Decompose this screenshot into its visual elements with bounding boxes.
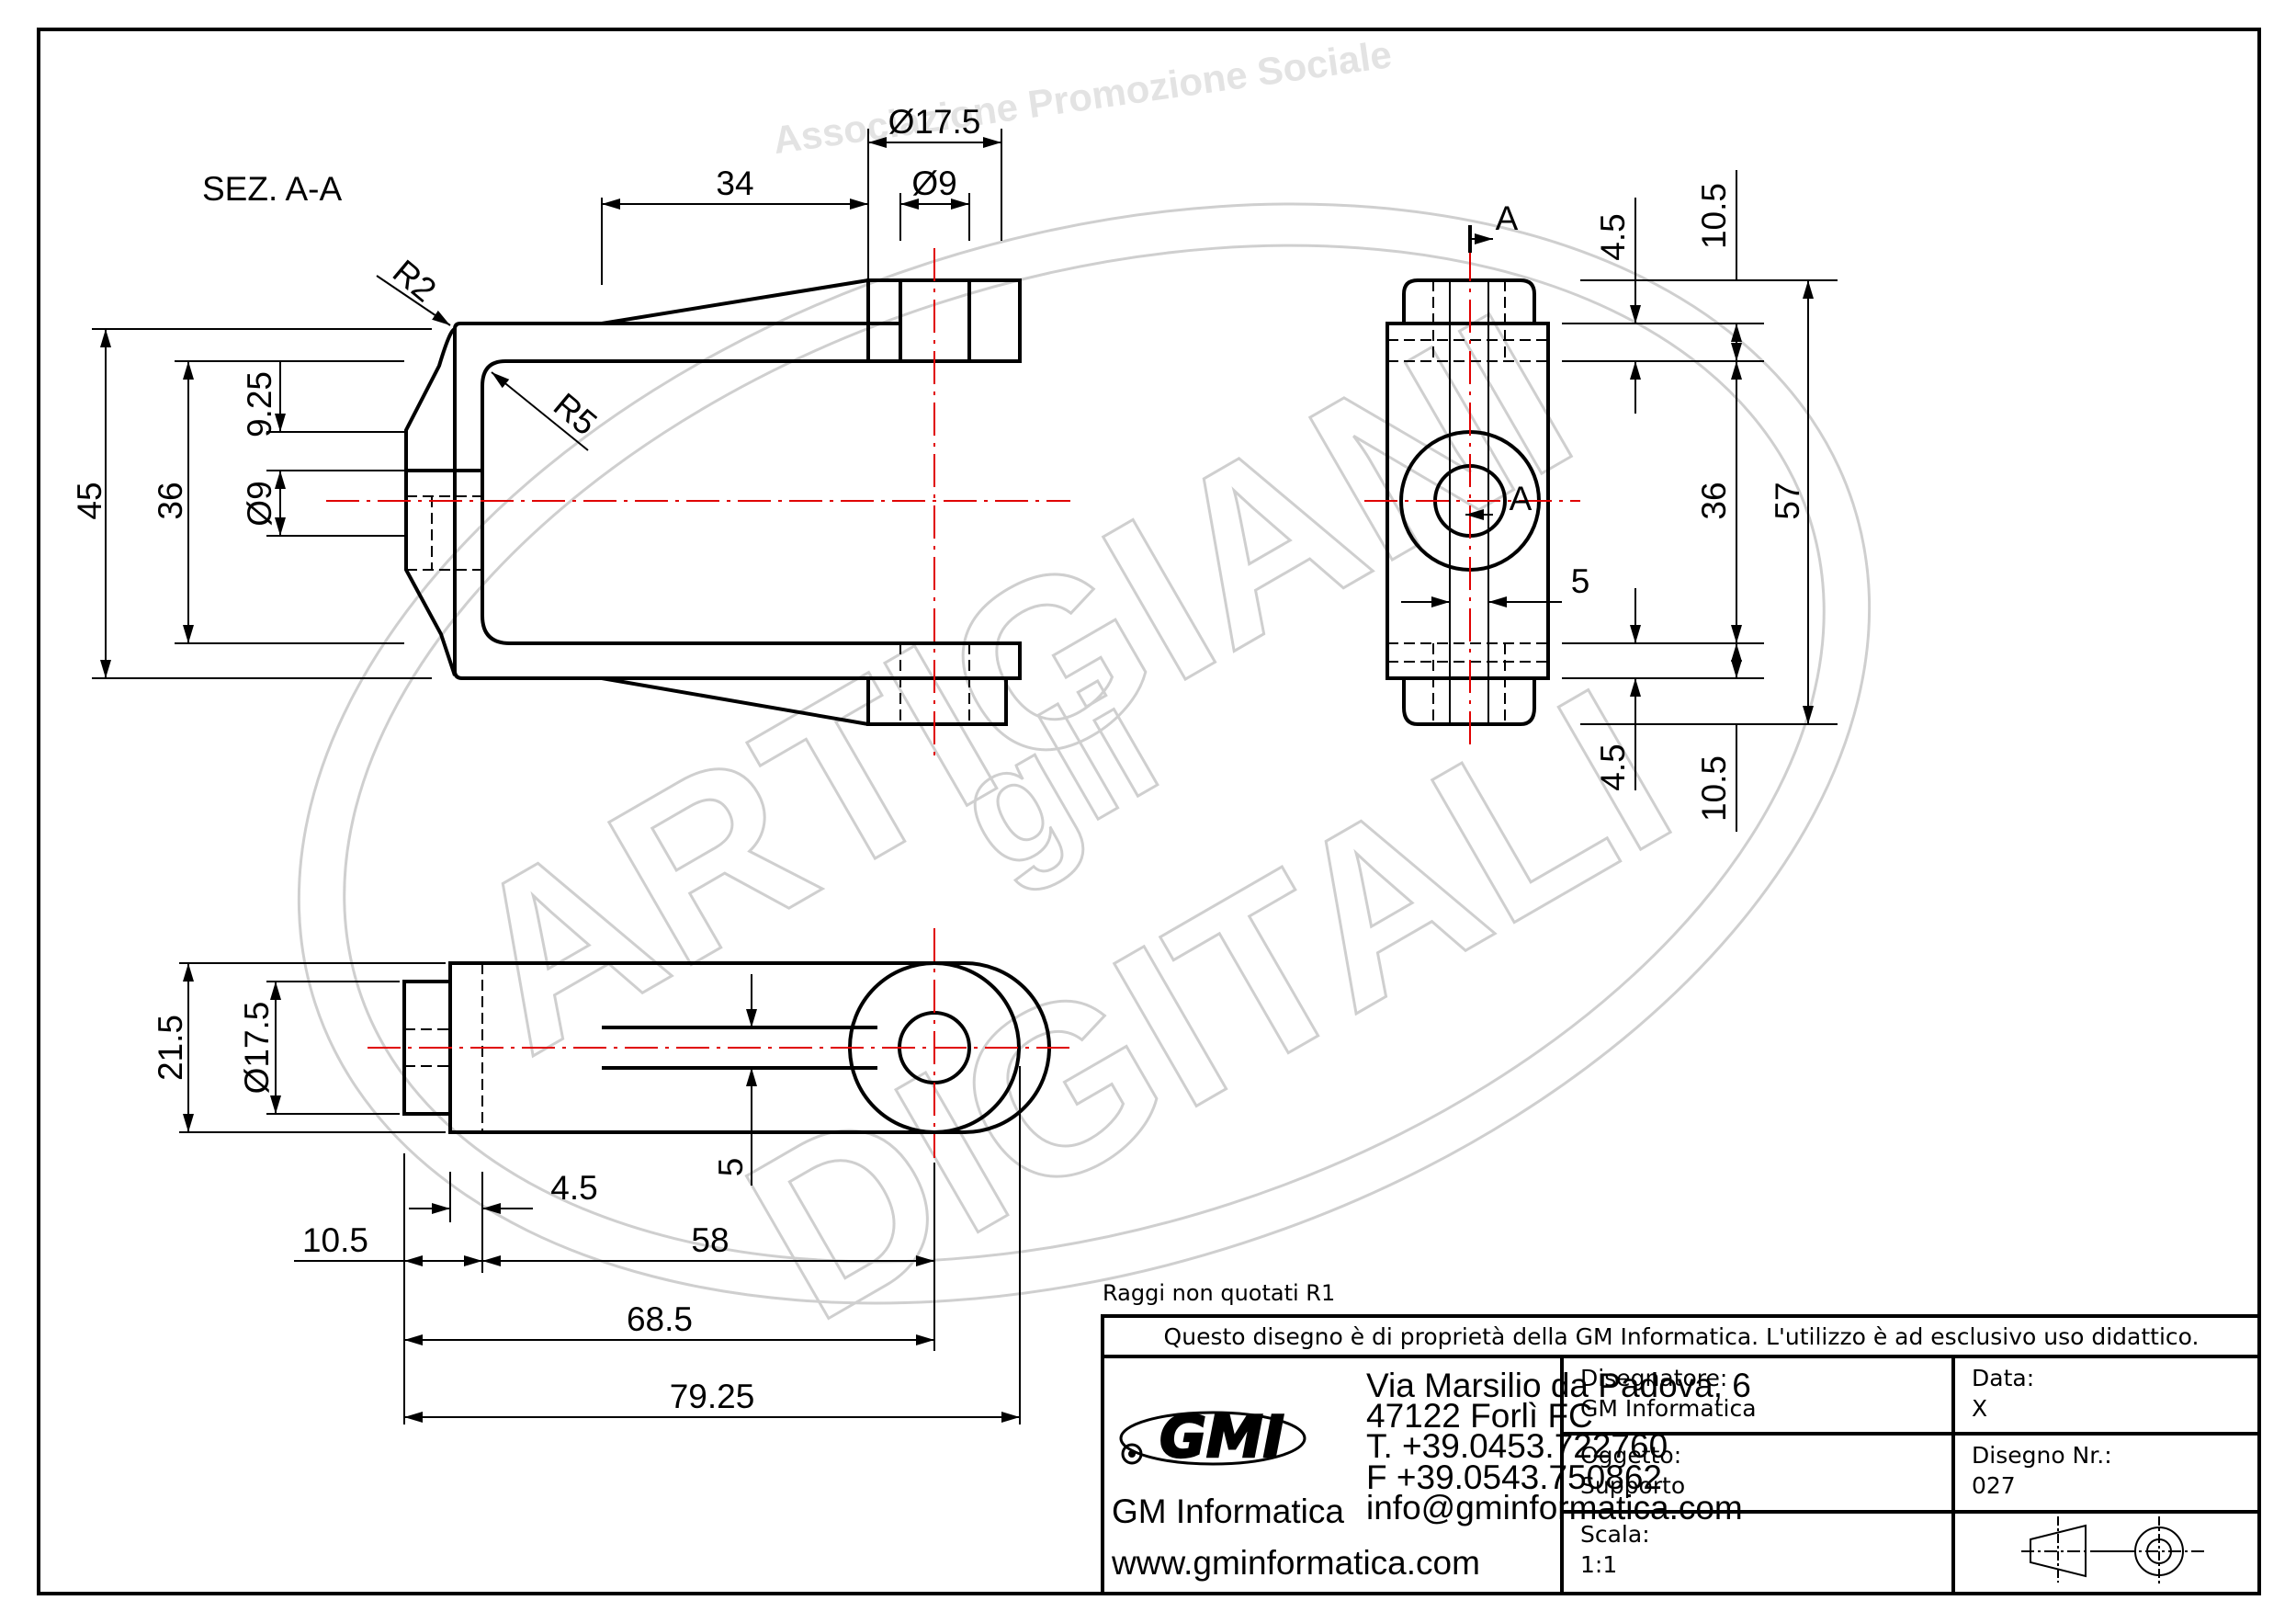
dim-d9-left: Ø9 <box>241 481 278 526</box>
address-line-2: 47122 Forlì FC <box>1366 1397 1593 1435</box>
object-label: Oggetto: <box>1580 1442 1681 1469</box>
projection-symbol-icon <box>2021 1516 2205 1585</box>
date-value: X <box>1972 1395 1987 1422</box>
dim-d17-5-low: Ø17.5 <box>238 1002 276 1095</box>
company-name: GM Informatica <box>1112 1492 1344 1530</box>
dim-4-5-top: 4.5 <box>1594 213 1632 260</box>
dim-58: 58 <box>691 1221 729 1259</box>
dim-10-5-top: 10.5 <box>1695 183 1733 249</box>
dim-45: 45 <box>71 482 108 519</box>
dim-d17-5-top: Ø17.5 <box>888 103 981 141</box>
dim-10-5-bottom: 10.5 <box>1695 755 1733 822</box>
date-label: Data: <box>1972 1365 2034 1391</box>
logo-text: GMI <box>1159 1403 1284 1470</box>
designer-value: GM Informatica <box>1580 1395 1757 1422</box>
object-value: Supporto <box>1580 1472 1685 1499</box>
dim-36-right: 36 <box>1695 482 1733 519</box>
designer-label: Disegnatore: <box>1580 1365 1727 1391</box>
scale-label: Scala: <box>1580 1521 1650 1548</box>
dim-r2: R2 <box>386 253 444 310</box>
dim-36-left: 36 <box>152 482 189 519</box>
email[interactable]: info@gminformatica.com <box>1366 1489 1743 1527</box>
plan-view: 21.5 Ø17.5 5 4.5 10.5 58 68.5 79.25 <box>152 928 1070 1424</box>
dim-34: 34 <box>716 165 753 202</box>
section-mark-a-mid: A <box>1510 480 1533 517</box>
dim-21-5: 21.5 <box>152 1015 189 1081</box>
drawing-number-label: Disegno Nr.: <box>1972 1442 2112 1469</box>
dim-4-5-bottom: 4.5 <box>1594 743 1632 790</box>
dim-d9-top: Ø9 <box>911 165 956 202</box>
dim-4-5-low: 4.5 <box>550 1169 597 1207</box>
dim-68-5: 68.5 <box>627 1300 693 1338</box>
dim-57: 57 <box>1769 482 1806 519</box>
dim-9-25: 9.25 <box>241 371 278 437</box>
gmi-logo: GMI <box>1119 1402 1306 1471</box>
dim-79-25: 79.25 <box>670 1378 755 1415</box>
hatched-hub-left <box>866 278 902 363</box>
fax: F +39.0543.750862 <box>1366 1458 1662 1496</box>
drawing-number-value: 027 <box>1972 1472 2016 1499</box>
dim-r5: R5 <box>547 386 605 443</box>
dim-5-low: 5 <box>712 1158 750 1177</box>
radius-note: Raggi non quotati R1 <box>1103 1280 1335 1306</box>
scale-value: 1:1 <box>1580 1551 1617 1578</box>
section-mark-a-top: A <box>1496 199 1519 237</box>
dim-10-5-low: 10.5 <box>302 1221 368 1259</box>
side-view: A A 5 4.5 10.5 36 57 4.5 10.5 <box>1364 170 1838 832</box>
watermark: Associazione Promozione Sociale ARTIGIAN… <box>297 32 1872 1372</box>
company-website[interactable]: www.gminformatica.com <box>1111 1544 1480 1582</box>
phone: T. +39.0453.722760 <box>1366 1427 1668 1465</box>
section-view: SEZ. A-A 45 <box>71 103 1070 763</box>
watermark-arc-text: Associazione Promozione Sociale <box>770 32 1394 162</box>
ownership-notice: Questo disegno è di proprietà della GM I… <box>1164 1323 2200 1350</box>
hatched-upper-arm <box>404 322 902 472</box>
dim-5-right: 5 <box>1571 562 1590 600</box>
section-label: SEZ. A-A <box>202 170 342 208</box>
address-line-1: Via Marsilio da Padova, 6 <box>1366 1367 1751 1404</box>
title-block: Questo disegno è di proprietà della GM I… <box>1101 1314 2261 1595</box>
